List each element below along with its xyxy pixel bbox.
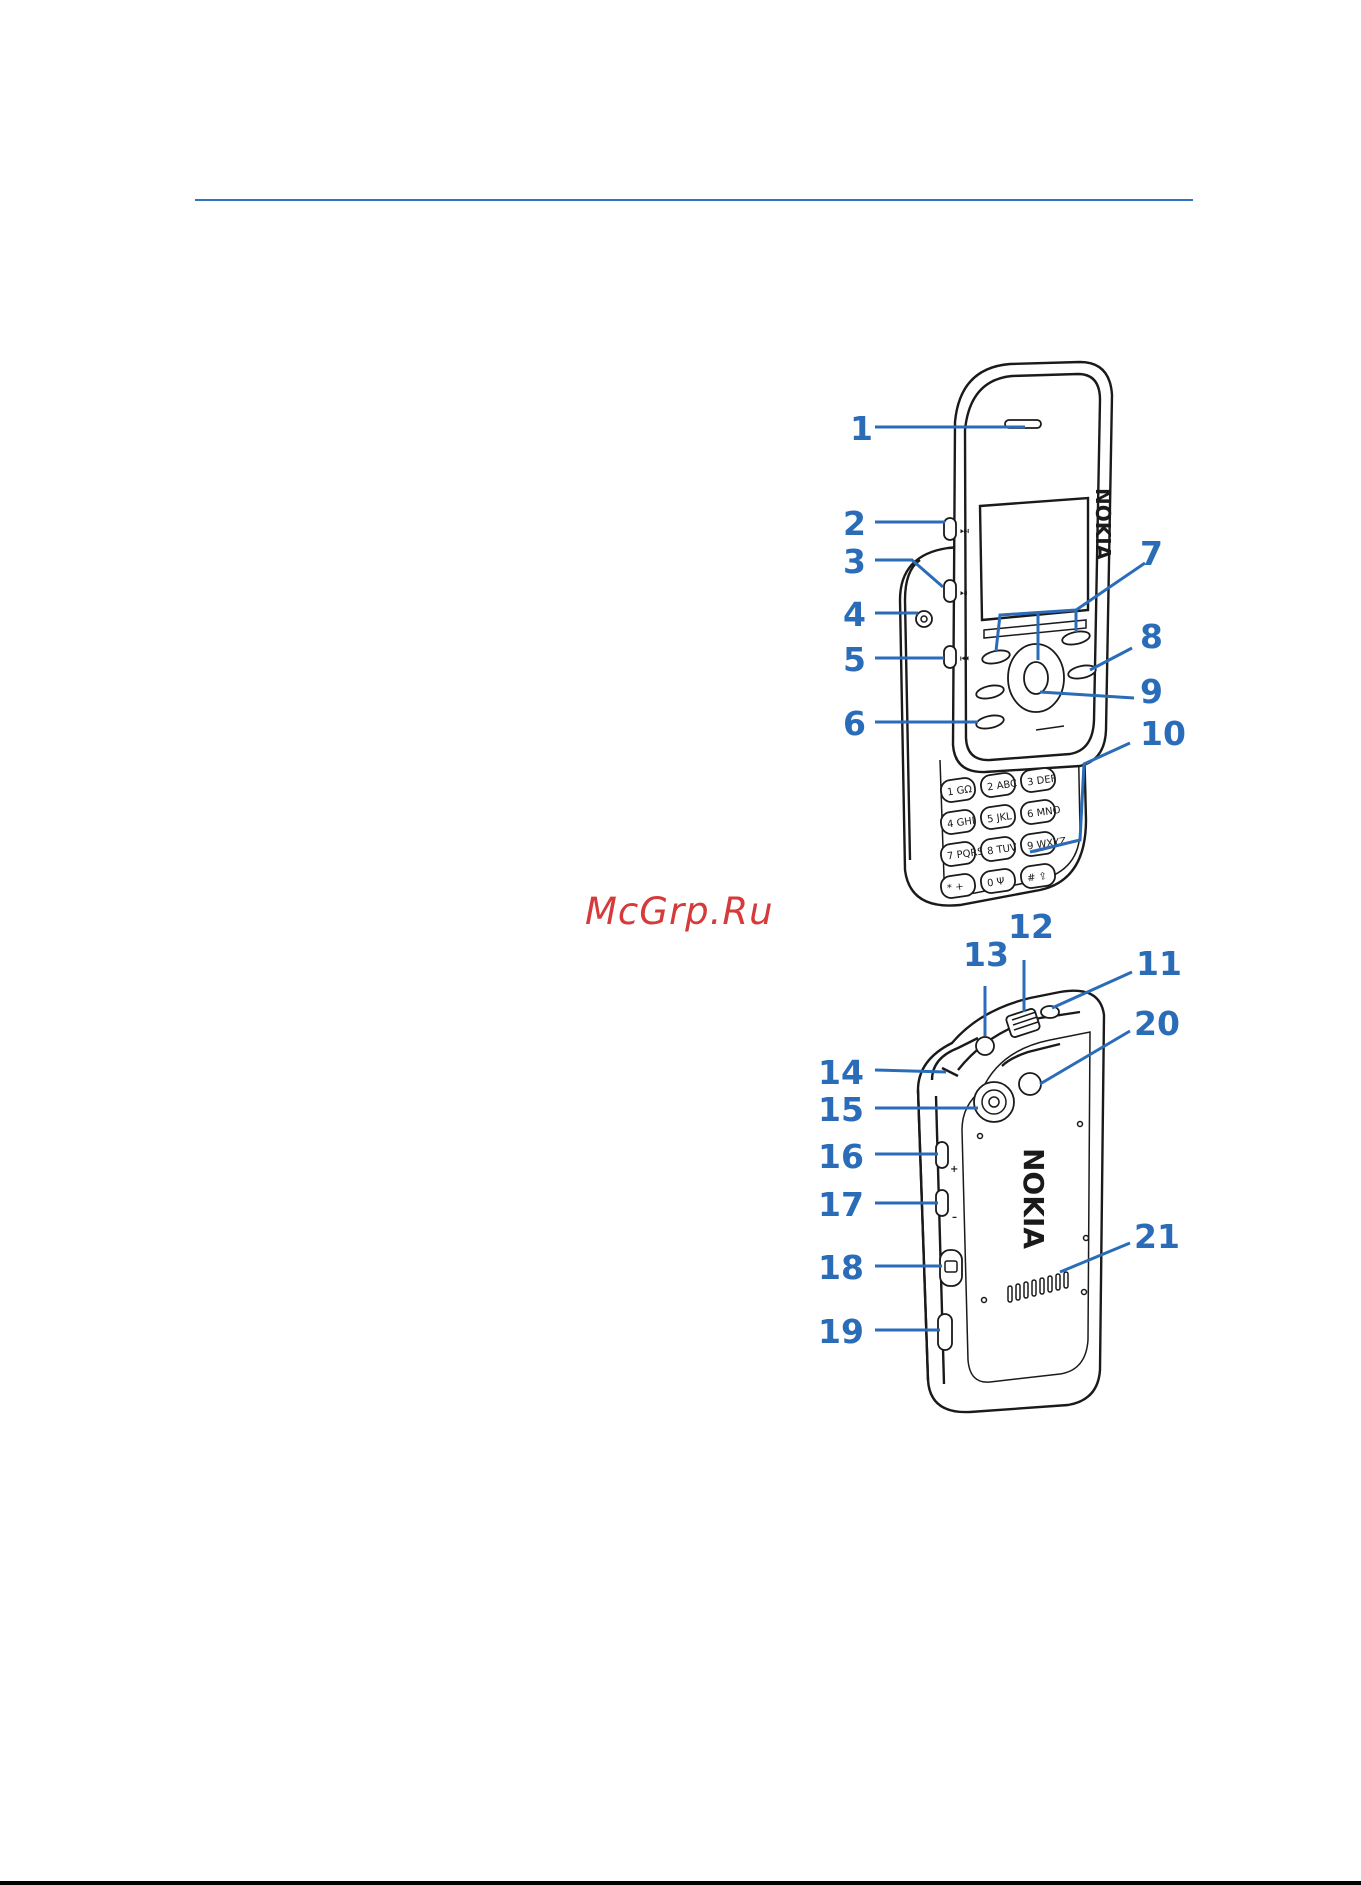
bottom-rule [0, 1881, 1361, 1885]
callout-10: 10 [1140, 714, 1186, 753]
display-screen [980, 498, 1088, 620]
charger-connector[interactable] [976, 1037, 994, 1055]
media-next-icon: ⏭ [960, 526, 969, 537]
power-key[interactable] [1041, 1006, 1059, 1018]
callout-14: 14 [818, 1053, 864, 1092]
callout-12: 12 [1008, 907, 1054, 946]
callout-18: 18 [818, 1248, 864, 1287]
callout-3: 3 [843, 542, 866, 581]
callout-15: 15 [818, 1090, 864, 1129]
callout-8: 8 [1140, 617, 1163, 656]
callout-16: 16 [818, 1137, 864, 1176]
media-previous-icon: ⏮ [960, 654, 969, 665]
leader-14 [875, 1070, 946, 1072]
callout-17: 17 [818, 1185, 864, 1224]
capture-key[interactable] [940, 1250, 962, 1286]
camera-lens [974, 1082, 1014, 1122]
callout-13: 13 [963, 935, 1009, 974]
back-brand-logo: NOKIA [1017, 1148, 1050, 1249]
memory-card-slot[interactable] [938, 1314, 952, 1350]
watermark-text: McGrp.Ru [585, 890, 774, 933]
volume-plus-sign: + [950, 1164, 958, 1175]
camera-flash [1019, 1073, 1041, 1095]
keypad-key-label: * + [947, 881, 965, 894]
media-previous-key[interactable] [944, 646, 956, 668]
callout-1: 1 [850, 409, 873, 448]
headset-connector[interactable] [916, 611, 932, 627]
callout-7: 7 [1140, 534, 1163, 573]
media-play-pause-icon: ⏯ [960, 588, 968, 599]
phone-back-view: + – NOKIA [918, 991, 1104, 1412]
select-key[interactable] [1024, 662, 1048, 694]
callout-4: 4 [843, 595, 866, 634]
callout-19: 19 [818, 1312, 864, 1351]
callout-5: 5 [843, 640, 866, 679]
callout-11: 11 [1136, 944, 1182, 983]
front-brand-logo: NOKIA [1091, 488, 1115, 561]
callout-6: 6 [843, 704, 866, 743]
callout-21: 21 [1134, 1217, 1180, 1256]
media-next-key[interactable] [944, 518, 956, 540]
media-play-pause-key[interactable] [944, 580, 956, 602]
callout-9: 9 [1140, 672, 1163, 711]
callout-20: 20 [1134, 1004, 1180, 1043]
volume-minus-sign: – [952, 1212, 957, 1223]
callout-2: 2 [843, 504, 866, 543]
